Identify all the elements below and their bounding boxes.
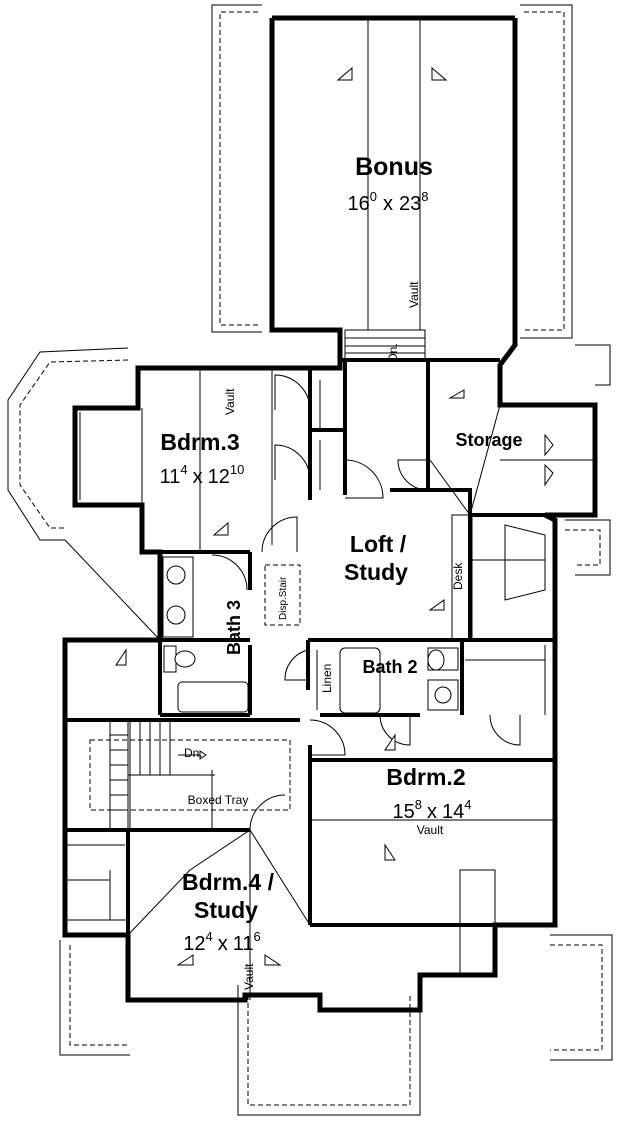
- main-stair-labels: Dn. Boxed Tray: [184, 746, 248, 807]
- bath3-fixtures: [162, 556, 249, 713]
- closets: [316, 380, 546, 976]
- storage-name: Storage: [455, 430, 522, 450]
- bdrm4-vault-label: Vault: [242, 963, 256, 990]
- main-stair-down-label: Dn.: [184, 746, 203, 760]
- bdrm4-line1: Bdrm.4 /: [182, 869, 275, 895]
- roof-overhang-outline: [7, 4, 613, 1116]
- interior-walls: [65, 358, 555, 935]
- left-closet-stairs: [65, 844, 128, 921]
- boxed-tray-label: Boxed Tray: [188, 793, 249, 807]
- room-bath2: Bath 2 Linen: [320, 657, 418, 693]
- bdrm4-line2: Study: [194, 897, 258, 923]
- disappearing-stair: [264, 564, 301, 626]
- room-loft: Loft / Study Desk Disp.Stair: [278, 531, 465, 620]
- ceiling-lines: [64, 18, 595, 1000]
- disp-stair-label: Disp.Stair: [278, 576, 289, 620]
- bdrm3-name: Bdrm.3: [160, 429, 239, 455]
- bdrm2-name: Bdrm.2: [386, 764, 465, 790]
- bath2-name: Bath 2: [362, 657, 417, 677]
- bath3-name: Bath 3: [224, 600, 244, 655]
- vault-markers: [115, 66, 554, 966]
- bdrm3-vault-label: Vault: [223, 388, 237, 415]
- doors: [211, 374, 556, 831]
- loft-line1: Loft /: [350, 531, 407, 557]
- main-stairs: [89, 719, 291, 831]
- loft-line2: Study: [344, 559, 408, 585]
- stairs-to-bonus: [344, 329, 426, 361]
- bonus-stair-down-label: Dn.: [386, 343, 400, 362]
- desk-label: Desk: [451, 562, 465, 590]
- bonus-name: Bonus: [355, 153, 433, 181]
- linen-label: Linen: [320, 664, 334, 693]
- bdrm2-vault-label: Vault: [417, 823, 444, 837]
- bonus-vault-label: Vault: [407, 281, 421, 308]
- bath2-fixtures: [339, 647, 459, 714]
